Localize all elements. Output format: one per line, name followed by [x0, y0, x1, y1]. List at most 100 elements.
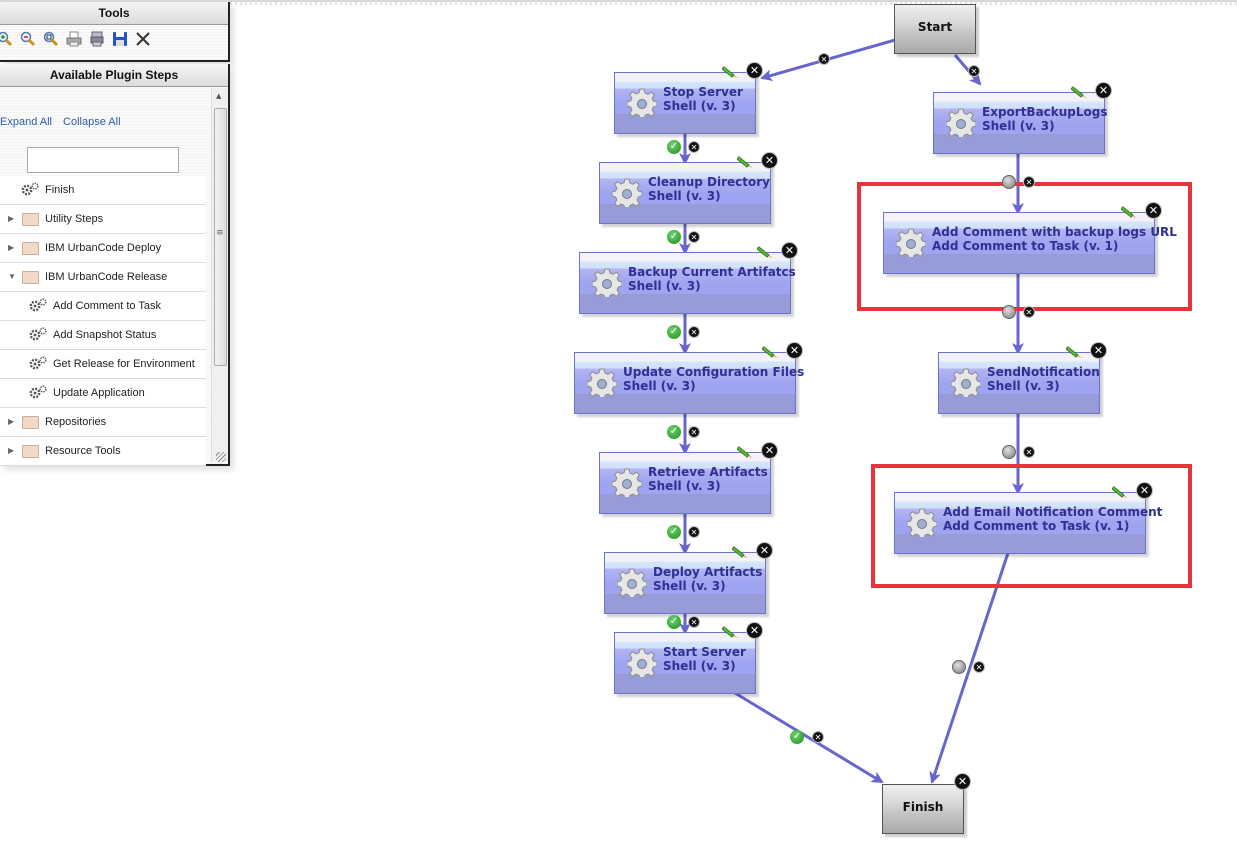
- delete-step-icon[interactable]: ✕: [756, 542, 773, 559]
- tree-folder[interactable]: ▶ Resource Tools: [0, 437, 206, 466]
- edit-pencil-icon[interactable]: [736, 154, 755, 168]
- delete-step-icon[interactable]: ✕: [1095, 82, 1112, 99]
- tree-folder[interactable]: ▶Utility Steps: [0, 205, 206, 234]
- delete-edge-icon[interactable]: ✕: [1023, 176, 1035, 188]
- step-plugin: Shell (v. 3): [663, 659, 736, 673]
- success-condition-icon[interactable]: ✓: [667, 425, 681, 439]
- tree-folder[interactable]: ▶Repositories: [0, 408, 206, 437]
- success-condition-icon[interactable]: ✓: [667, 525, 681, 539]
- delete-edge-icon[interactable]: ✕: [968, 65, 980, 77]
- step-name: ExportBackupLogs: [982, 105, 1108, 119]
- tree-step[interactable]: Get Release for Environment: [0, 350, 206, 379]
- caret-right-icon[interactable]: ▶: [8, 417, 15, 426]
- step-plugin: Shell (v. 3): [628, 279, 701, 293]
- tree-step[interactable]: Add Snapshot Status: [0, 321, 206, 350]
- delete-edge-icon[interactable]: ✕: [688, 526, 700, 538]
- vertical-scrollbar[interactable]: ▲ ≡: [211, 88, 228, 462]
- success-condition-icon[interactable]: ✓: [667, 230, 681, 244]
- tree-step[interactable]: Update Application: [0, 379, 206, 408]
- delete-edge-icon[interactable]: ✕: [1023, 306, 1035, 318]
- caret-right-icon[interactable]: ▶: [8, 446, 15, 455]
- delete-step-icon[interactable]: ✕: [1090, 342, 1107, 359]
- always-condition-icon[interactable]: [1002, 175, 1016, 189]
- success-condition-icon[interactable]: ✓: [667, 140, 681, 154]
- resize-handle[interactable]: [216, 452, 226, 462]
- tree-step[interactable]: Finish: [0, 176, 206, 205]
- zoom-out-button[interactable]: [19, 30, 36, 47]
- caret-right-icon[interactable]: ▶: [8, 243, 15, 252]
- success-condition-icon[interactable]: ✓: [667, 615, 681, 629]
- delete-step-icon[interactable]: ✕: [761, 442, 778, 459]
- print-button[interactable]: [65, 30, 82, 47]
- print-preview-button[interactable]: [88, 30, 105, 47]
- save-button[interactable]: [111, 30, 128, 47]
- delete-edge-icon[interactable]: ✕: [688, 326, 700, 338]
- delete-step-icon[interactable]: ✕: [781, 242, 798, 259]
- tree-step[interactable]: Add Comment to Task: [0, 292, 206, 321]
- delete-edge-icon[interactable]: ✕: [688, 141, 700, 153]
- delete-edge-icon[interactable]: ✕: [818, 53, 830, 65]
- delete-edge-icon[interactable]: ✕: [688, 616, 700, 628]
- delete-step-icon[interactable]: ✕: [761, 152, 778, 169]
- start-node[interactable]: Start: [894, 4, 976, 54]
- zoom-in-button[interactable]: [0, 30, 13, 47]
- success-condition-icon[interactable]: ✓: [667, 325, 681, 339]
- edge-email-comment-finish[interactable]: [929, 552, 1010, 784]
- edit-pencil-icon[interactable]: [761, 344, 780, 358]
- finish-node[interactable]: Finish: [882, 784, 964, 834]
- scrollbar-thumb[interactable]: [214, 108, 227, 366]
- save-icon: [112, 31, 127, 46]
- scroll-up-icon[interactable]: ▲: [216, 92, 222, 100]
- folder-icon: [22, 445, 39, 458]
- edit-pencil-icon[interactable]: [1070, 84, 1089, 98]
- expand-all-link[interactable]: Expand All: [0, 116, 52, 128]
- step-name: Update Configuration Files: [623, 365, 805, 379]
- caret-right-icon[interactable]: ▶: [8, 214, 15, 223]
- edit-pencil-icon[interactable]: [731, 544, 750, 558]
- delete-step-icon[interactable]: ✕: [786, 342, 803, 359]
- cancel-button[interactable]: [134, 30, 151, 47]
- plugin-search-input[interactable]: [27, 147, 179, 173]
- success-condition-icon[interactable]: ✓: [790, 730, 804, 744]
- always-condition-icon[interactable]: [1002, 445, 1016, 459]
- edit-pencil-icon[interactable]: [721, 64, 740, 78]
- edit-pencil-icon[interactable]: [756, 244, 775, 258]
- edit-pencil-icon[interactable]: [1065, 344, 1084, 358]
- delete-finish-icon[interactable]: ✕: [954, 773, 971, 790]
- edit-pencil-icon[interactable]: [1111, 484, 1130, 498]
- delete-step-icon[interactable]: ✕: [746, 622, 763, 639]
- edge-start-server-finish[interactable]: [734, 691, 884, 784]
- tree-folder[interactable]: ▼IBM UrbanCode Release: [0, 263, 206, 292]
- delete-edge-icon[interactable]: ✕: [812, 731, 824, 743]
- tree-folder[interactable]: ▶IBM UrbanCode Deploy: [0, 234, 206, 263]
- delete-edge-icon[interactable]: ✕: [688, 426, 700, 438]
- caret-down-icon[interactable]: ▼: [8, 272, 16, 281]
- edit-pencil-icon[interactable]: [721, 624, 740, 638]
- always-condition-icon[interactable]: [952, 660, 966, 674]
- edit-pencil-icon[interactable]: [736, 444, 755, 458]
- delete-edge-icon[interactable]: ✕: [1023, 446, 1035, 458]
- edit-pencil-icon[interactable]: [1120, 204, 1139, 218]
- delete-step-icon[interactable]: ✕: [1136, 482, 1153, 499]
- tree-item-label: Resource Tools: [45, 445, 121, 457]
- delete-step-icon[interactable]: ✕: [746, 62, 763, 79]
- delete-step-icon[interactable]: ✕: [1145, 202, 1162, 219]
- edge-start-export-backup-logs[interactable]: [953, 54, 982, 86]
- delete-edge-icon[interactable]: ✕: [688, 231, 700, 243]
- always-condition-icon[interactable]: [1002, 305, 1016, 319]
- delete-edge-icon[interactable]: ✕: [973, 661, 985, 673]
- zoom-fit-button[interactable]: [42, 30, 59, 47]
- collapse-all-link[interactable]: Collapse All: [63, 116, 121, 128]
